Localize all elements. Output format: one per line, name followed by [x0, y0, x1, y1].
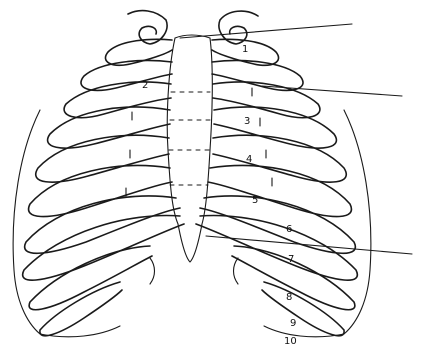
rib-number-9: 9 [290, 318, 296, 329]
rib-number-3: 3 [244, 116, 250, 127]
right-ribs [196, 39, 371, 336]
rib-number-8: 8 [286, 292, 292, 303]
rib-number-6: 6 [286, 224, 292, 235]
rib-number-7: 7 [288, 254, 294, 265]
rib-number-2: 2 [142, 80, 148, 91]
rib-number-1: 1 [242, 44, 248, 55]
rib-number-4: 4 [246, 154, 252, 165]
leader-lines [180, 24, 412, 254]
rib-number-10: 10 [284, 336, 297, 347]
left-cartilage-marks [126, 112, 238, 284]
left-ribs [13, 39, 184, 336]
rib-number-5: 5 [252, 195, 258, 206]
leader-line-sternal-notch [180, 24, 352, 38]
leader-line-xiphoid [206, 236, 412, 254]
